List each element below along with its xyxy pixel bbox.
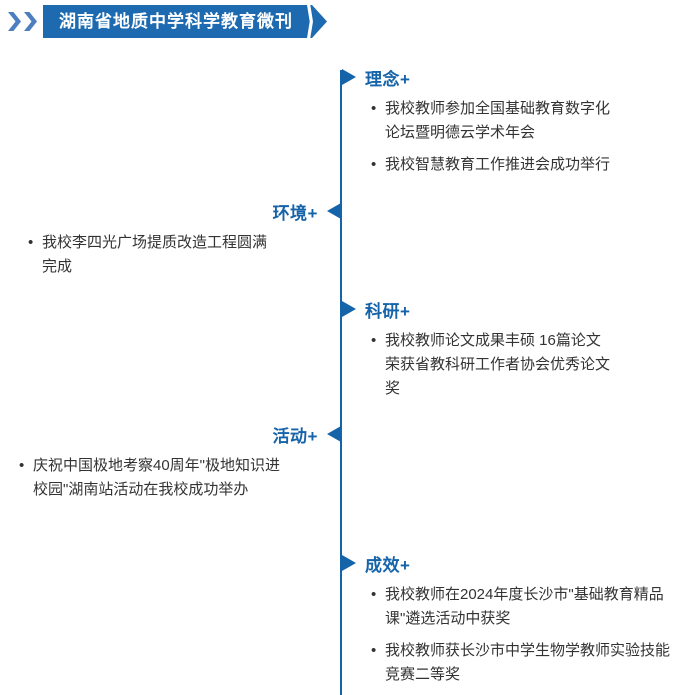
news-item: 我校教师参加全国基础教育数字化 论坛暨明德云学术年会 (342, 97, 691, 145)
section-label: 科研+ (365, 301, 411, 321)
news-list: 我校李四光广场提质改造工程圆满 完成 (0, 231, 341, 279)
timeline-line (340, 70, 342, 695)
news-list: 我校教师参加全国基础教育数字化 论坛暨明德云学术年会 我校智慧教育工作推进会成功… (342, 97, 691, 177)
triangle-left-icon (327, 203, 341, 219)
section-activity: 活动+ 庆祝中国极地考察40周年"极地知识进 校园"湖南站活动在我校成功举办 (0, 423, 341, 502)
news-list: 我校教师在2024年度长沙市"基础教育精品 课"遴选活动中获奖 我校教师获长沙市… (342, 583, 691, 687)
news-item: 我校教师在2024年度长沙市"基础教育精品 课"遴选活动中获奖 (342, 583, 691, 631)
banner-arrow-notch (307, 5, 313, 38)
news-item: 我校李四光广场提质改造工程圆满 完成 (0, 231, 341, 279)
section-label: 活动+ (272, 426, 318, 446)
section-header: 理念+ (342, 66, 691, 89)
news-item: 庆祝中国极地考察40周年"极地知识进 校园"湖南站活动在我校成功举办 (0, 454, 341, 502)
triangle-right-icon (342, 69, 356, 85)
section-label: 环境+ (272, 203, 318, 223)
section-header: 科研+ (342, 298, 691, 321)
section-concept: 理念+ 我校教师参加全国基础教育数字化 论坛暨明德云学术年会 我校智慧教育工作推… (342, 66, 691, 177)
news-list: 庆祝中国极地考察40周年"极地知识进 校园"湖南站活动在我校成功举办 (0, 454, 341, 502)
section-achievement: 成效+ 我校教师在2024年度长沙市"基础教育精品 课"遴选活动中获奖 我校教师… (342, 552, 691, 687)
header: 湖南省地质中学科学教育微刊 (8, 5, 327, 38)
section-environment: 环境+ 我校李四光广场提质改造工程圆满 完成 (0, 200, 341, 279)
news-item: 我校教师获长沙市中学生物学教师实验技能 竞赛二等奖 (342, 639, 691, 687)
page-title: 湖南省地质中学科学教育微刊 (59, 12, 293, 31)
news-list: 我校教师论文成果丰硕 16篇论文 荣获省教科研工作者协会优秀论文 奖 (342, 329, 691, 401)
section-header: 环境+ (0, 200, 341, 223)
triangle-left-icon (327, 426, 341, 442)
section-label: 理念+ (365, 69, 411, 89)
news-item: 我校教师论文成果丰硕 16篇论文 荣获省教科研工作者协会优秀论文 奖 (342, 329, 691, 401)
section-header: 成效+ (342, 552, 691, 575)
title-banner: 湖南省地质中学科学教育微刊 (43, 5, 327, 38)
chevron-right-icon (8, 12, 21, 31)
triangle-right-icon (342, 301, 356, 317)
section-header: 活动+ (0, 423, 341, 446)
double-chevron-right-icon (8, 12, 37, 31)
triangle-right-icon (342, 555, 356, 571)
section-research: 科研+ 我校教师论文成果丰硕 16篇论文 荣获省教科研工作者协会优秀论文 奖 (342, 298, 691, 401)
news-item: 我校智慧教育工作推进会成功举行 (342, 153, 691, 177)
section-label: 成效+ (365, 555, 411, 575)
chevron-right-icon (24, 12, 37, 31)
